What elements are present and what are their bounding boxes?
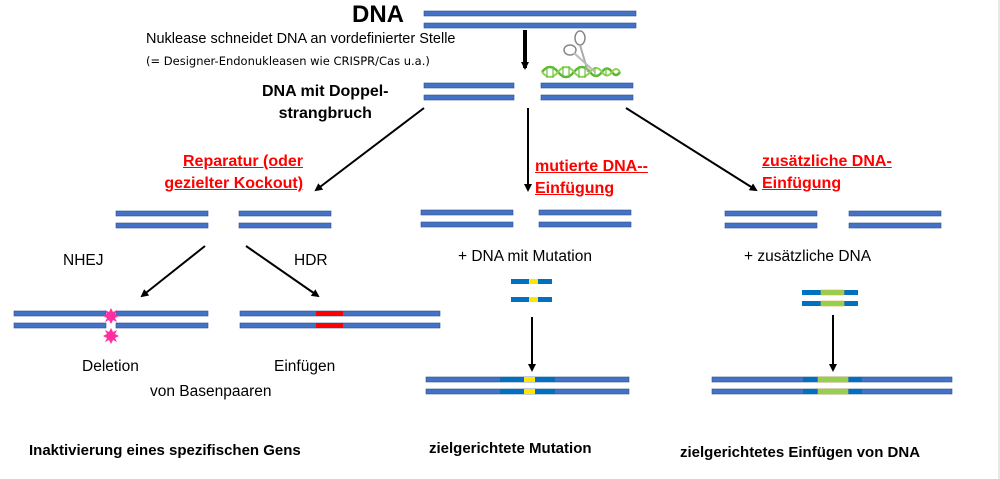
outcome-deletion: Deletion — [82, 358, 139, 375]
branch-mutated-label: mutierte DNA-- Einfügung — [535, 156, 648, 200]
scissors-dna-icon — [541, 30, 622, 79]
donor-dna-additional — [802, 289, 858, 307]
donor-dna-mutation — [511, 279, 552, 302]
deletion-mark-icon — [103, 328, 119, 344]
result-insertion: zielgerichtetes Einfügen von DNA — [680, 444, 921, 461]
right-edge-divider — [998, 0, 1000, 479]
donor-additional-label: + zusätzliche DNA — [744, 248, 872, 265]
branch-repair-line1: Reparatur (oder — [183, 153, 304, 170]
dsb-label-line2: strangbruch — [278, 105, 372, 122]
dna-break-mutated — [420, 209, 632, 228]
dsb-label-line1: DNA mit Doppel- — [262, 83, 389, 100]
dna-deletion-result — [13, 308, 209, 344]
dsb-label: DNA mit Doppel- strangbruch — [262, 81, 389, 125]
branch-mutated-line1: mutierte DNA-- — [535, 158, 648, 175]
result-knockout: Inaktivierung eines spezifischen Gens — [29, 442, 301, 459]
branch-repair-line2: gezielter Kockout) — [164, 175, 304, 192]
dna-insertion-result — [239, 310, 441, 329]
result-mutation: zielgerichtete Mutation — [429, 440, 592, 457]
pathway-hdr: HDR — [294, 252, 328, 269]
dna-intact — [423, 10, 637, 29]
deletion-mark-icon — [103, 308, 119, 324]
arrow-nhej — [140, 245, 206, 298]
arrow-additional — [625, 107, 758, 192]
dna-mutation-result — [425, 376, 630, 395]
branch-additional-line2: Einfügung — [762, 175, 842, 192]
branch-additional-label: zusätzliche DNA- Einfügung — [762, 151, 892, 195]
branch-additional-line1: zusätzliche DNA- — [762, 153, 892, 170]
dna-double-strand-break — [423, 82, 634, 101]
branch-mutated-line2: Einfügung — [535, 180, 615, 197]
title-dna: DNA — [352, 1, 404, 28]
dna-break-repair — [115, 210, 332, 229]
outcome-insertion: Einfügen — [274, 358, 336, 375]
nuclease-description: Nuklease schneidet DNA an vordefinierter… — [146, 31, 456, 47]
branch-repair-label: Reparatur (oder gezielter Kockout) — [154, 151, 303, 195]
arrow-hdr — [245, 245, 320, 298]
nuclease-examples: (= Designer-Endonukleasen wie CRISPR/Cas… — [146, 54, 430, 68]
donor-mutation-label: + DNA mit Mutation — [458, 248, 592, 265]
dna-additional-result — [711, 376, 953, 395]
dna-break-additional — [724, 210, 942, 229]
arrow-repair — [314, 107, 425, 192]
pathway-nhej: NHEJ — [63, 252, 104, 269]
outcome-basepairs: von Basenpaaren — [150, 383, 272, 400]
